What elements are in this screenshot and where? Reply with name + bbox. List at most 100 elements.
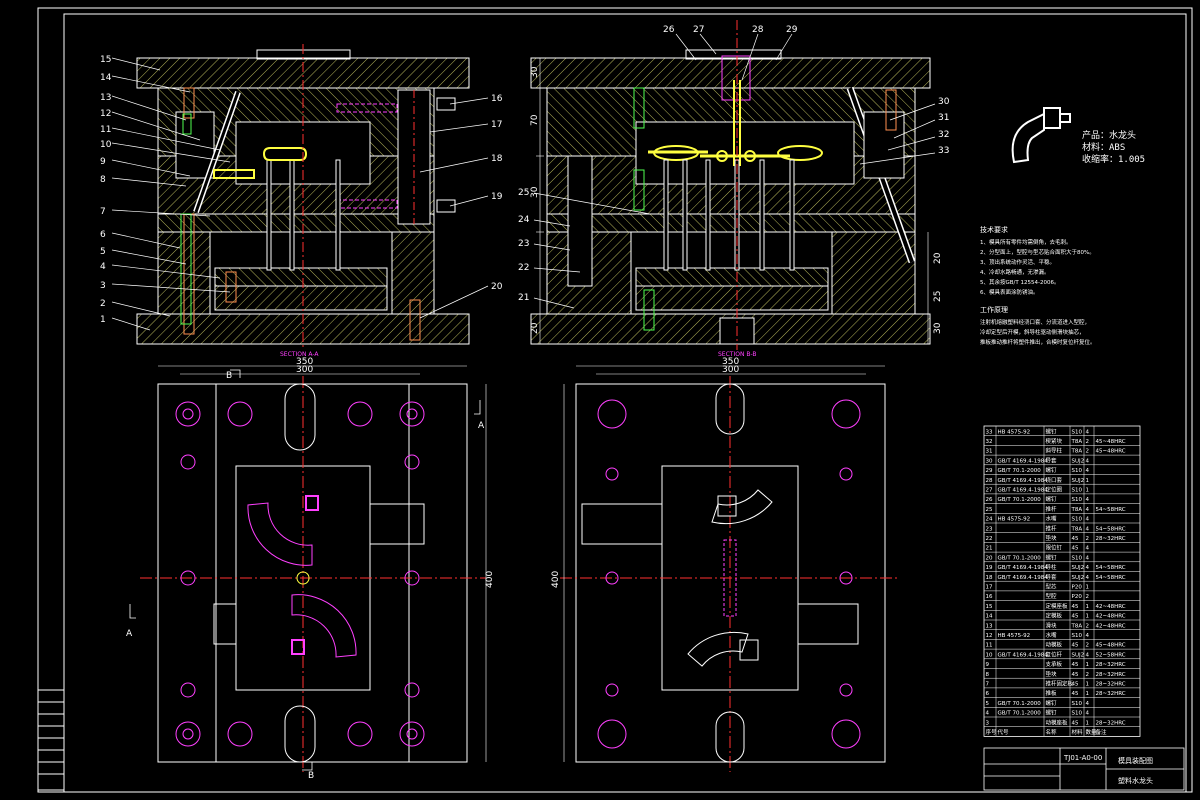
bom-header-cell: 代号 [998,728,1010,736]
bom-cell: 54~58HRC [1096,507,1126,513]
dim-label: 25 [933,291,943,302]
bom-cell: 45 [1072,614,1079,620]
bom-cell: 水嘴 [1046,515,1058,523]
plan-dims-left [158,365,487,762]
section-mark-a: A [478,421,485,431]
bom-cell: 型芯 [1046,583,1058,591]
part-leaders-b [533,33,936,309]
section-b-title: SECTION B-B [718,351,757,358]
part-label: 28 [752,25,764,35]
bom-cell: 54~58HRC [1096,575,1126,581]
bom-cell: 限位钉 [1046,544,1063,552]
bom-cell: 3 [986,720,990,726]
bom-cell: S10 [1072,468,1083,474]
bom-cell: 4 [1086,652,1090,658]
bom-cell: 14 [986,614,993,620]
bom-cell: 垫块 [1046,534,1058,542]
dim-label: 70 [530,114,540,126]
bom-cell: 4 [1086,565,1090,571]
bom-cell: 4 [1086,429,1090,435]
part-label: 4 [100,262,106,272]
bom-cell: 定模板 [1046,612,1063,620]
part-label: 20 [491,282,503,292]
bom-cell: 4 [1086,711,1090,717]
part-label: 26 [663,25,675,35]
dim-label: 20 [530,322,540,334]
bom-cell: 4 [1086,575,1090,581]
bom-cell: 45~48HRC [1096,449,1126,455]
part-label: 7 [100,207,106,217]
bom-cell: GB/T 70.1-2000 [998,497,1042,503]
molded-part [262,147,308,161]
bom-cell: 螺钉 [1046,495,1058,503]
bom-cell: 45 [1072,546,1079,552]
part-label: 6 [100,230,106,240]
dim-label: 30 [530,186,540,198]
bom-cell: 16 [986,594,993,600]
bom-header-cell: 序号 [986,728,998,736]
bom-cell: 导套 [1046,456,1058,464]
bom-cell: 螺钉 [1046,553,1058,561]
bom-cell: GB/T 4169.4-1984 [998,652,1049,658]
bom-cell: 28~32HRC [1096,691,1126,697]
bom-cell: 11 [986,643,993,649]
part-leaders-mid [419,97,489,319]
ejector-plate-b [635,285,829,311]
bom-cell: 楔紧块 [1046,437,1063,445]
product-material: 材料：ABS [1082,141,1125,153]
bom-cell: S10 [1072,517,1083,523]
bom-cell: 42~48HRC [1096,614,1126,620]
bom-cell: 21 [986,546,993,552]
bom-cell: 4 [1086,701,1090,707]
faucet-product-icon [1011,107,1071,164]
bom-cell: S10 [1072,633,1083,639]
tech-line: 6、模具表面涂防锈油。 [980,288,1039,296]
bom-cell: 45 [1072,691,1079,697]
bom-cell: S10 [1072,429,1083,435]
bom-cell: 螺钉 [1046,427,1058,435]
part-label: 17 [491,120,502,130]
tech-line: 4、冷却水路畅通，无渗漏。 [980,268,1050,276]
bom-cell: 2 [1086,439,1090,445]
bom-cell: 1 [1086,662,1090,668]
work-line: 冷却定型后开模，斜导柱驱动侧滑块抽芯， [980,328,1085,336]
bom-cell: T8A [1071,439,1083,445]
water-nozzle-19 [436,199,456,213]
bom-cell: 42~48HRC [1096,623,1126,629]
section-a-title: SECTION A-A [280,351,319,358]
bom-cell: 垫块 [1046,670,1058,678]
part-label: 25 [518,188,529,198]
bom-cell: 45~48HRC [1096,439,1126,445]
title-block [983,747,1185,791]
bom-cell: 12 [986,633,993,639]
tech-line: 2、分型面上，型腔与型芯贴合面积大于80%。 [980,248,1095,256]
section-a-a-view: SECTION A-A [136,44,470,358]
bom-cell: 复位杆 [1046,650,1063,658]
plan-dim-350: 350 [296,357,313,367]
cooling-channel [336,103,398,113]
part-label: 22 [518,263,529,273]
bom-cell: 24 [986,517,993,523]
drawing-name: 模具装配图 [1118,756,1153,765]
sprue-bushing [721,55,751,101]
bom-cell: 5 [986,701,990,707]
bom-cell: GB/T 4169.4-1984 [998,458,1049,464]
bom-cell: S10 [1072,701,1083,707]
bom-cell: 10 [986,652,993,658]
bom-cell: T8A [1071,507,1083,513]
bom-cell: S10 [1072,555,1083,561]
part-label: 15 [100,55,111,65]
section-b-b-view: SECTION B-B [530,20,931,358]
bom-cell: S10 [1072,711,1083,717]
bom-cell: 动模座板 [1046,718,1069,726]
plan-dim-400-right: 400 [551,571,561,588]
part-label: 18 [491,154,503,164]
top-clamp-plate-b [530,57,931,89]
bom-cell: 22 [986,536,993,542]
part-label: 27 [693,25,704,35]
part-label: 14 [100,73,112,83]
bom-cell: 33 [986,429,993,435]
part-label: 2 [100,299,106,309]
plan-dim-400: 400 [485,571,495,588]
